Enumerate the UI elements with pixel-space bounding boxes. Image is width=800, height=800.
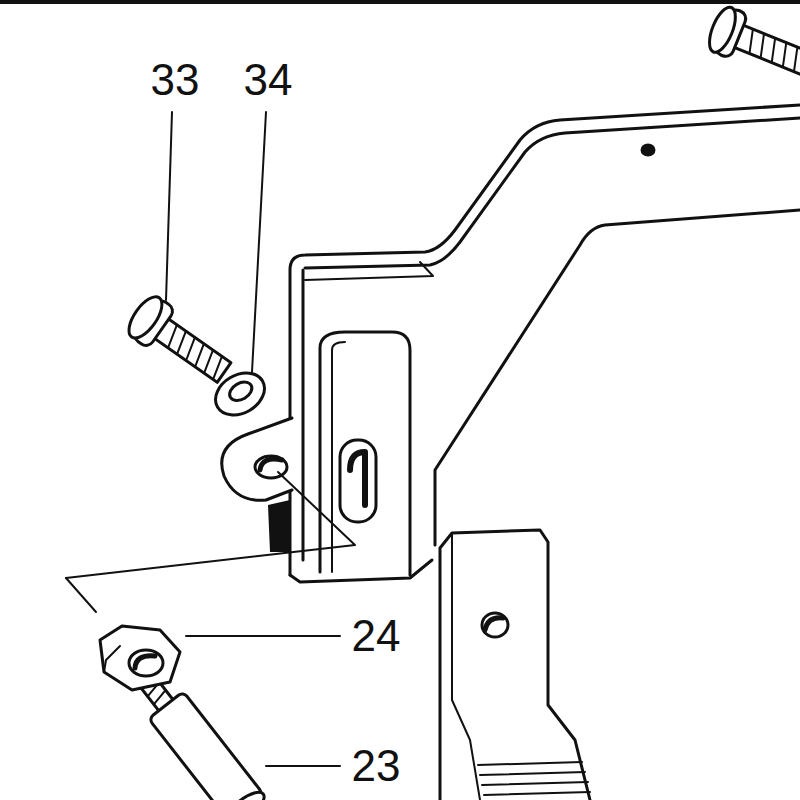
nut xyxy=(100,626,180,690)
washer xyxy=(208,365,272,424)
callout-number: 34 xyxy=(242,58,295,102)
top-border xyxy=(0,0,800,4)
callout-number: 33 xyxy=(149,58,202,102)
bracket xyxy=(222,105,800,582)
callout-number: 24 xyxy=(350,614,403,658)
callout-number: 23 xyxy=(350,744,403,788)
leader-lines xyxy=(66,112,355,766)
lower-bracket xyxy=(440,530,590,800)
screw xyxy=(704,4,800,88)
screw xyxy=(123,291,238,392)
